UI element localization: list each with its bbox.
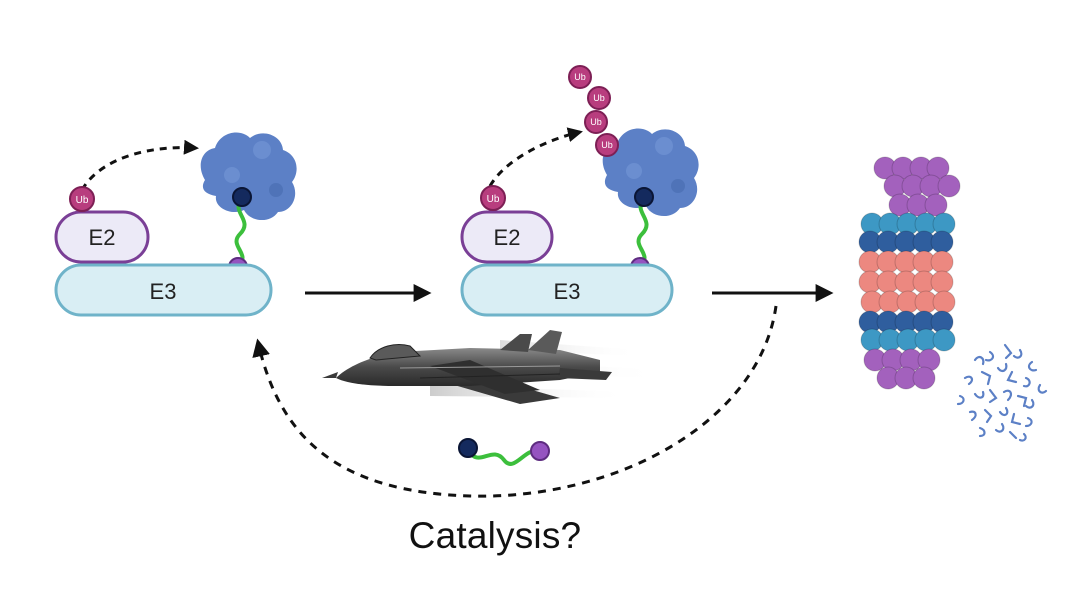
ub-label-2: Ub <box>487 194 500 205</box>
e2-enzyme <box>54 210 150 264</box>
ub-chain-label-2: Ub <box>593 93 605 103</box>
proteasome-icon <box>858 156 961 390</box>
ub-transfer-arrow-2 <box>488 127 583 187</box>
proteasome-subunit <box>924 193 948 217</box>
polyubiquitin-chain: Ub Ub Ub Ub <box>568 65 619 157</box>
recycle-arrow <box>252 305 778 498</box>
e3-ligase <box>460 263 674 317</box>
proteasome-subunit <box>912 366 936 390</box>
complex-stage-1: E2 E3 Ub <box>54 132 297 317</box>
target-protein-icon <box>200 132 297 221</box>
peptide-fragments-icon <box>956 343 1048 442</box>
fighter-jet-icon <box>322 330 660 404</box>
proteasome-subunit <box>930 270 954 294</box>
proteasome-subunit <box>930 250 954 274</box>
e2-enzyme <box>460 210 554 264</box>
ubiquitin-icon <box>480 185 506 211</box>
ub-chain-label-4: Ub <box>601 140 613 150</box>
e2-label-2: E2 <box>494 225 521 250</box>
ub-transfer-arrow-1 <box>80 139 199 191</box>
ub-chain-label-1: Ub <box>574 72 586 82</box>
ubiquitin-icon <box>69 186 95 212</box>
free-degrader-molecule-icon <box>458 438 550 466</box>
proteasome-subunit <box>930 230 954 254</box>
proteasome-subunit <box>937 174 961 198</box>
target-protein-icon <box>602 128 699 217</box>
e3-label-2: E3 <box>554 279 581 304</box>
e3-label: E3 <box>150 279 177 304</box>
ub-label: Ub <box>76 195 89 206</box>
ub-chain-label-3: Ub <box>590 117 602 127</box>
complex-stage-2: Ub Ub Ub Ub E2 E3 Ub <box>460 65 699 317</box>
catalysis-caption: Catalysis? <box>408 515 582 556</box>
e3-ligase <box>54 263 273 317</box>
proteasome-subunit <box>932 290 956 314</box>
e2-label: E2 <box>89 225 116 250</box>
proteasome-subunit <box>932 328 956 352</box>
